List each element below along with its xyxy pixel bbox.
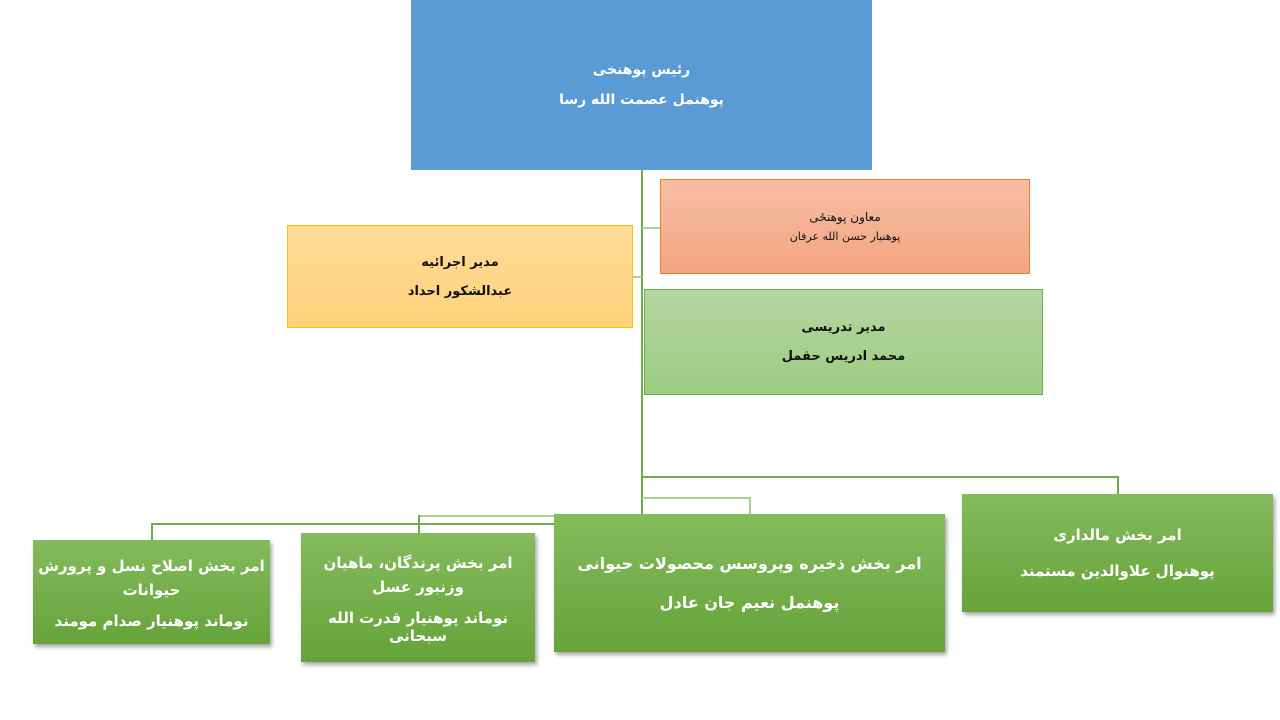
department-title: امر بخش پرندگان، ماهیان وزنبور عسل (323, 553, 513, 596)
department-node-animal-products[interactable]: امر بخش ذخیره وپروسس محصولات حیوانی پوهن… (554, 514, 945, 652)
teaching-name: محمد ادریس حقمل (781, 349, 906, 364)
department-head-name: نوماند پوهنیار قدرت الله سبحانی (327, 608, 509, 645)
dept1-connector-h (642, 476, 1119, 478)
department-node-animal-breeding[interactable]: امر بخش اصلاح نسل و پرورش حیوانات نوماند… (33, 540, 270, 644)
executive-connector (633, 276, 642, 278)
department-title: امر بخش ذخیره وپروسس محصولات حیوانی (577, 554, 922, 573)
executive-name: عبدالشکور احداد (407, 283, 513, 299)
dept4-connector-h (151, 523, 554, 525)
department-title: امر بخش مالداری (1053, 526, 1182, 544)
executive-title: مدیر اجرائیه (421, 254, 499, 270)
teaching-node[interactable]: مدیر تدریسی محمد ادریس حقمل (644, 289, 1043, 395)
department-head-name: پوهنوال علاوالدین مستمند (1020, 562, 1215, 580)
department-node-livestock[interactable]: امر بخش مالداری پوهنوال علاوالدین مستمند (962, 494, 1273, 612)
department-node-poultry-fish-bees[interactable]: امر بخش پرندگان، ماهیان وزنبور عسل نومان… (301, 533, 535, 662)
head-title: رئیس پوهنخی (592, 62, 691, 78)
dept2-connector-v (749, 497, 751, 514)
department-head-name: پوهنمل نعیم جان عادل (659, 593, 840, 612)
deputy-connector (642, 227, 660, 229)
department-title: امر بخش اصلاح نسل و پرورش حیوانات (38, 557, 265, 599)
dept3-connector-h (418, 515, 554, 517)
deputy-title: معاون پوهنځی (809, 210, 881, 224)
head-node[interactable]: رئیس پوهنخی پوهنمل عصمت الله رسا (411, 0, 872, 170)
deputy-node[interactable]: معاون پوهنځی پوهنیار حسن الله عرفان (660, 179, 1030, 274)
dept4-connector-v (151, 523, 153, 540)
teaching-title: مدیر تدریسی (801, 320, 886, 335)
trunk-connector (641, 170, 643, 515)
executive-node[interactable]: مدیر اجرائیه عبدالشکور احداد (287, 225, 633, 328)
dept1-connector-v (1117, 476, 1119, 494)
deputy-name: پوهنیار حسن الله عرفان (789, 230, 901, 243)
department-head-name: نوماند پوهنیار صدام مومند (54, 612, 249, 630)
head-name: پوهنمل عصمت الله رسا (559, 92, 724, 108)
dept2-connector-h (642, 497, 750, 499)
